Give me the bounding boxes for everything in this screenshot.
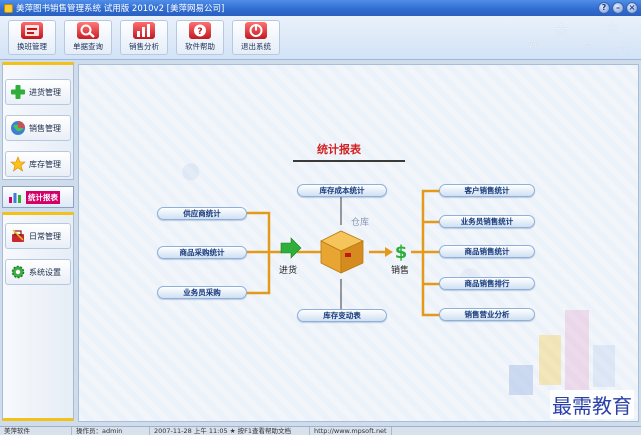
product-sales-stats-node[interactable]: 商品销售统计 (439, 245, 535, 258)
software-help-button[interactable]: ? 软件帮助 (176, 20, 224, 55)
title-bar: 美萍图书销售管理系统 试用版 2010v2 [美萍网易公司] ? – × (0, 0, 641, 16)
content-area: $ 统计报表 供应商统计 商品采购统计 业务员采购 库存成本统计 库存变动表 客… (78, 64, 639, 422)
inventory-change-table-node[interactable]: 库存变动表 (297, 309, 387, 322)
toolbar: 换班管理 单据查询 销售分析 ? 软件帮助 退出系统 ☆ ☆ ☆ ☆ ☆ (0, 16, 641, 60)
star-decoration-icon: ☆ (553, 20, 570, 41)
globe-icon (10, 120, 26, 136)
sales-dollar-icon: $ (395, 242, 408, 263)
close-button[interactable]: × (626, 2, 638, 14)
magnifier-icon (77, 22, 99, 39)
sales-flow-label: 销售 (391, 266, 410, 276)
exit-icon (245, 22, 267, 39)
sidebar-group-bottom: 日常管理 系统设置 (2, 212, 74, 421)
watermark-logo: 最需教育 (550, 390, 634, 419)
app-icon (4, 3, 13, 13)
main-frame: 进货管理 销售管理 库存管理 统计报表 (0, 60, 641, 426)
warehouse-box-icon (320, 230, 364, 274)
tools-icon (10, 228, 26, 244)
product-sales-ranking-node[interactable]: 商品销售排行 (439, 277, 535, 290)
star-decoration-icon: ☆ (583, 38, 594, 52)
inventory-cost-stats-node[interactable]: 库存成本统计 (297, 184, 387, 197)
status-website[interactable]: http://www.mpsoft.net (310, 427, 392, 435)
star-decoration-icon: ☆ (605, 18, 620, 37)
purchase-arrow-icon (280, 237, 302, 259)
salesman-sales-stats-node[interactable]: 业务员销售统计 (439, 215, 535, 228)
status-operator: 操作员：admin (72, 427, 150, 435)
sidebar-item-sales[interactable]: 销售管理 (5, 115, 71, 141)
sidebar: 进货管理 销售管理 库存管理 统计报表 (2, 62, 74, 422)
sales-analysis-button[interactable]: 销售分析 (120, 20, 168, 55)
sidebar-item-inventory[interactable]: 库存管理 (5, 151, 71, 177)
warehouse-label: 仓库 (351, 218, 370, 228)
exit-system-button[interactable]: 退出系统 (232, 20, 280, 55)
document-query-button[interactable]: 单据查询 (64, 20, 112, 55)
gear-icon (10, 264, 26, 280)
status-bar: 美萍软件 操作员：admin 2007-11-28 上午 11:05 ★ 按F1… (0, 426, 641, 435)
flow-diagram-lines: $ (247, 189, 615, 395)
purchase-flow-label: 进货 (279, 266, 298, 276)
help-icon: ? (189, 22, 211, 39)
sidebar-item-settings[interactable]: 系统设置 (5, 259, 71, 285)
supplier-stats-node[interactable]: 供应商统计 (157, 207, 247, 220)
star-decoration-icon: ☆ (617, 40, 628, 54)
sales-business-analysis-node[interactable]: 销售营业分析 (439, 308, 535, 321)
minimize-button[interactable]: – (612, 2, 624, 14)
decorative-stars: ☆ ☆ ☆ ☆ ☆ (525, 18, 635, 58)
bar-chart-icon (133, 22, 155, 39)
help-window-button[interactable]: ? (598, 2, 610, 14)
status-vendor: 美萍软件 (0, 427, 72, 435)
sidebar-item-reports[interactable]: 统计报表 (2, 186, 74, 208)
svg-text:?: ? (197, 27, 202, 37)
salesman-purchase-node[interactable]: 业务员采购 (157, 286, 247, 299)
shift-management-button[interactable]: 换班管理 (8, 20, 56, 55)
plus-icon (10, 84, 26, 100)
decorative-blocks (509, 310, 615, 395)
sidebar-group-top: 进货管理 销售管理 库存管理 (2, 62, 74, 180)
star-decoration-icon: ☆ (527, 36, 540, 52)
status-datetime-help: 2007-11-28 上午 11:05 ★ 按F1查看帮助文档 (150, 427, 310, 435)
star-icon (10, 156, 26, 172)
sidebar-item-daily[interactable]: 日常管理 (5, 223, 71, 249)
title-divider (293, 160, 405, 162)
sidebar-item-purchase[interactable]: 进货管理 (5, 79, 71, 105)
shift-icon (21, 22, 43, 39)
window-title: 美萍图书销售管理系统 试用版 2010v2 [美萍网易公司] (16, 4, 225, 14)
report-title: 统计报表 (317, 143, 361, 156)
report-icon (7, 189, 23, 205)
svg-text:$: $ (395, 242, 408, 263)
product-purchase-stats-node[interactable]: 商品采购统计 (157, 246, 247, 259)
customer-sales-stats-node[interactable]: 客户销售统计 (439, 184, 535, 197)
